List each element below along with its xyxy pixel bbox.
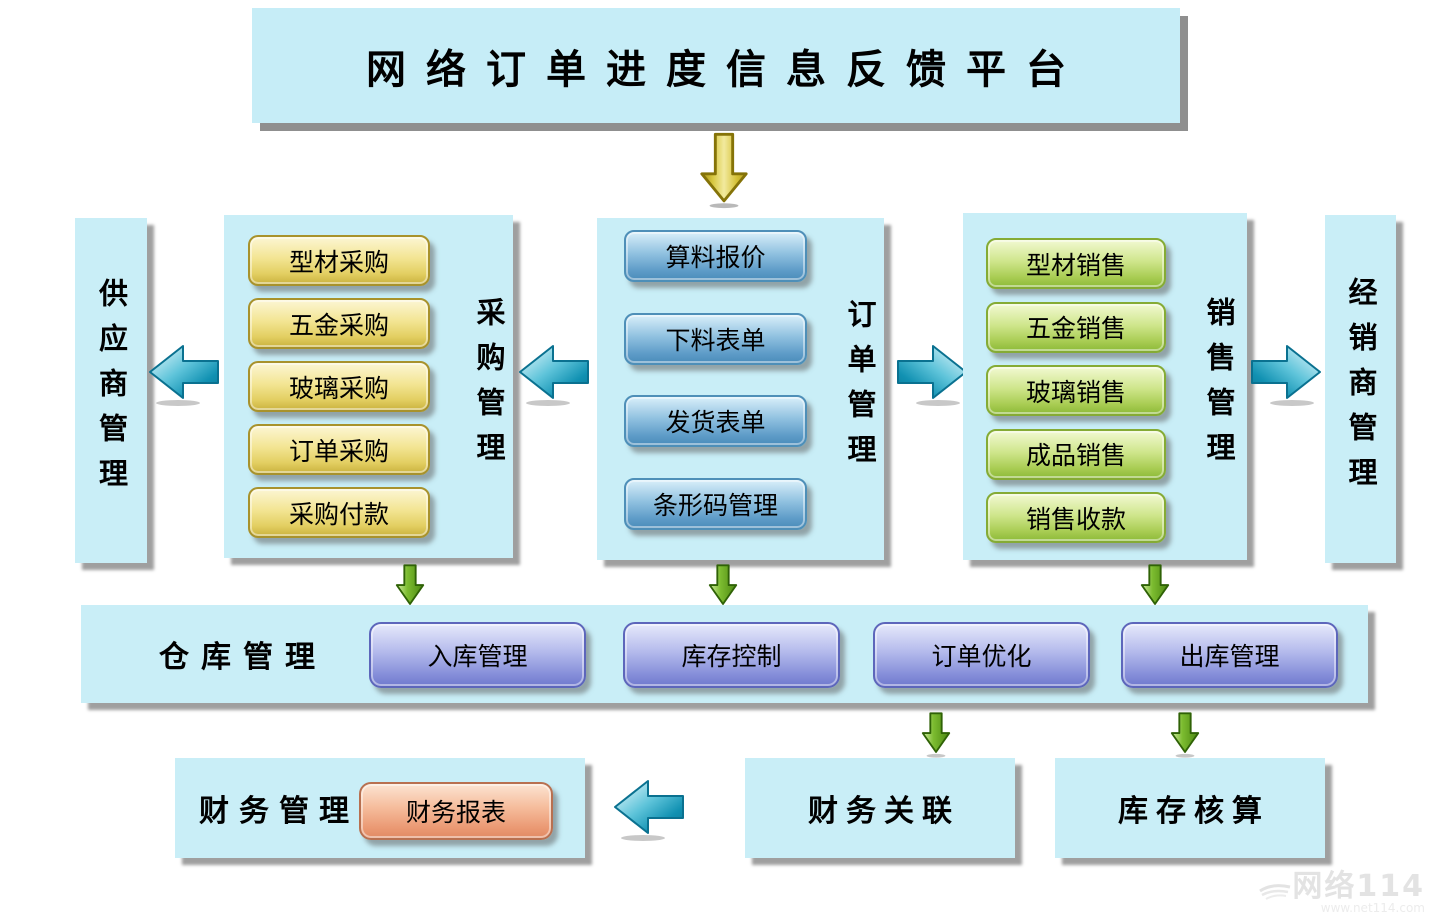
warehouse-panel-label: 仓库管理 [159, 640, 327, 675]
supplier-panel-label: 供应商管理 [94, 278, 129, 503]
left-arrow-icon [148, 343, 220, 411]
title-banner: 网络订单进度信息反馈平台 [252, 8, 1180, 123]
finance-link-label: 财务关联 [808, 794, 960, 829]
sales-button-profile-sales: 型材销售 [986, 238, 1166, 289]
warehouse-button-inbound-management: 入库管理 [369, 622, 586, 688]
warehouse-button-outbound-management: 出库管理 [1121, 622, 1338, 688]
distributor-panel: 经销商管理 [1325, 215, 1396, 563]
warehouse-button-inventory-control: 库存控制 [623, 622, 840, 688]
procurement-panel: 型材采购 五金采购 玻璃采购 订单采购 采购付款 采购管理 [224, 215, 513, 558]
sales-button-hardware-sales: 五金销售 [986, 301, 1166, 353]
watermark-logo-icon [1259, 884, 1291, 901]
order-button-cutting-form: 下料表单 [624, 312, 807, 365]
finance-panel-label: 财务管理 [199, 794, 359, 829]
down-arrow-icon [697, 130, 751, 214]
procurement-button-purchase-payment: 采购付款 [248, 487, 430, 538]
page-title: 网络订单进度信息反馈平台 [366, 46, 1086, 93]
sales-button-finished-product-sales: 成品销售 [986, 428, 1166, 480]
procurement-panel-label: 采购管理 [472, 296, 506, 477]
procurement-button-order-purchase: 订单采购 [248, 424, 430, 475]
order-button-shipping-form: 发货表单 [624, 395, 807, 448]
sales-panel-label: 销售管理 [1202, 296, 1236, 477]
left-arrow-icon [518, 343, 590, 411]
finance-report-button: 财务报表 [359, 782, 553, 840]
warehouse-panel: 仓库管理 入库管理 库存控制 订单优化 出库管理 [81, 605, 1368, 703]
supplier-panel: 供应商管理 [75, 218, 147, 563]
small-down-arrow-icon [919, 711, 953, 763]
order-button-barcode-management: 条形码管理 [624, 477, 807, 530]
order-panel-label: 订单管理 [843, 299, 877, 479]
sales-button-glass-sales: 玻璃销售 [986, 365, 1166, 416]
procurement-button-profile-purchase: 型材采购 [248, 235, 430, 286]
distributor-panel-label: 经销商管理 [1344, 276, 1378, 502]
sales-panel: 型材销售 五金销售 玻璃销售 成品销售 销售收款 销售管理 [963, 213, 1247, 560]
watermark-brand: 网络114 [1292, 868, 1425, 904]
order-button-material-quote: 算料报价 [624, 230, 807, 282]
procurement-button-glass-purchase: 玻璃采购 [248, 361, 430, 412]
warehouse-button-order-optimization: 订单优化 [873, 622, 1090, 688]
inventory-accounting-label: 库存核算 [1118, 794, 1270, 829]
watermark: 网络114 www.net114.com [1258, 871, 1425, 915]
procurement-button-hardware-purchase: 五金采购 [248, 298, 430, 349]
right-arrow-icon [1250, 343, 1322, 411]
small-down-arrow-icon [1168, 711, 1202, 763]
sales-button-sales-collection: 销售收款 [986, 492, 1166, 543]
order-panel: 算料报价 下料表单 发货表单 条形码管理 订单管理 [597, 218, 884, 560]
left-arrow-icon [613, 778, 685, 846]
inventory-accounting-box: 库存核算 [1055, 758, 1325, 858]
watermark-url: www.net114.com [1320, 901, 1425, 916]
finance-link-box: 财务关联 [745, 758, 1015, 858]
finance-panel: 财务管理 财务报表 [175, 758, 585, 858]
right-arrow-icon [896, 343, 968, 411]
